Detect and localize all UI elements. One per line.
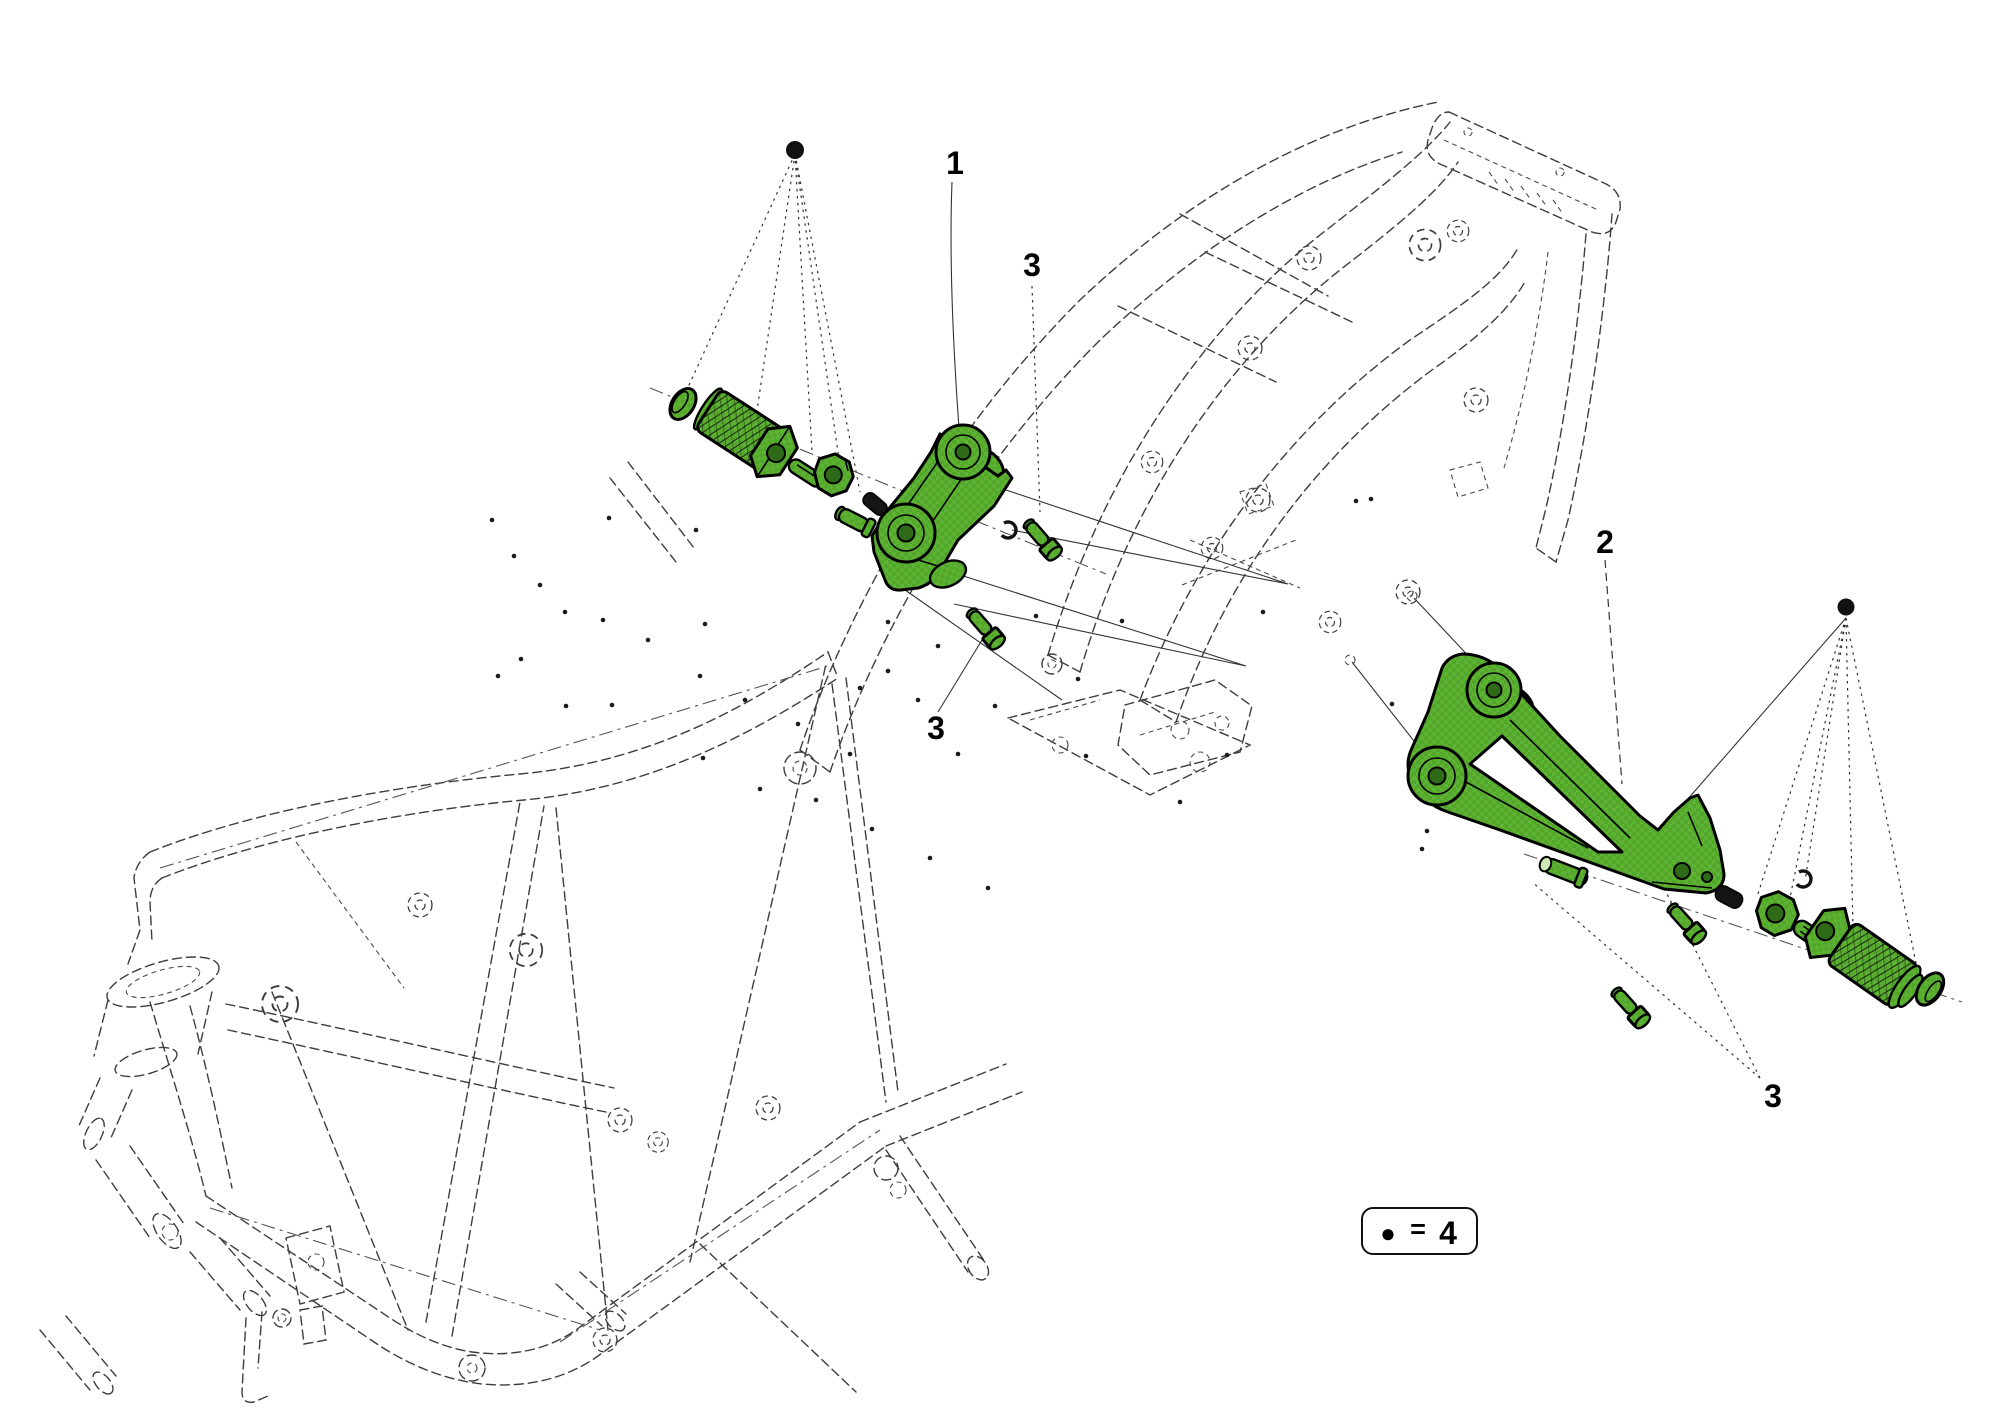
- legend-box: ● = 4: [1361, 1207, 1478, 1255]
- leader-callout-3-front: [937, 639, 983, 713]
- legend-equals: =: [1410, 1214, 1426, 1244]
- callout-3-front[interactable]: 3: [927, 710, 945, 746]
- legend-border: [1361, 1207, 1478, 1255]
- front-footpeg-assembly[interactable]: [665, 381, 1065, 652]
- circlip: [998, 520, 1018, 540]
- bolt-rear-lower: [1610, 986, 1652, 1030]
- rear-footpeg-assembly[interactable]: [1406, 652, 1949, 1031]
- legend-quantity: 4: [1439, 1215, 1457, 1251]
- rear-bracket: [1406, 652, 1726, 895]
- rear-circlip: [1793, 869, 1813, 889]
- legend-bullet-icon: ●: [1380, 1218, 1396, 1248]
- bolt-front-lower: [965, 607, 1007, 651]
- rear-footpeg-knurled: [1803, 906, 1924, 1010]
- index-dot-front[interactable]: [786, 141, 804, 159]
- leader-lines: [649, 153, 1963, 1079]
- front-bracket: [870, 423, 1014, 592]
- bolt-rear-upper: [1666, 902, 1708, 946]
- callouts: 1 3 2 3 3: [786, 141, 1855, 1114]
- rear-spacer: [1714, 885, 1744, 909]
- callout-2[interactable]: 2: [1596, 524, 1614, 560]
- rear-pin: [1538, 855, 1589, 889]
- dust-dots: [489, 496, 1430, 891]
- callout-3-top[interactable]: 3: [1023, 247, 1041, 283]
- leader-callout-2: [1604, 559, 1623, 785]
- rear-subframe-wireframe: [609, 101, 1621, 796]
- rear-end-cap: [1914, 971, 1946, 1007]
- rear-pivot-joint: [1755, 890, 1800, 938]
- clevis-pin: [834, 505, 877, 539]
- bolt-front-upper: [1022, 518, 1064, 562]
- callout-1[interactable]: 1: [946, 145, 964, 181]
- footpeg-end-cap: [668, 387, 698, 421]
- footpeg-pivot-joint: [812, 452, 855, 498]
- leader-callout-1: [950, 181, 960, 429]
- index-dot-rear[interactable]: [1837, 598, 1855, 616]
- steering-head: [106, 956, 220, 1008]
- callout-3-rear[interactable]: 3: [1764, 1078, 1782, 1114]
- leader-callout-3-top: [1031, 285, 1041, 513]
- leader-callout-3-rear: [1531, 881, 1761, 1079]
- main-frame-wireframe: [39, 651, 1023, 1403]
- footpeg-knurled: [692, 387, 799, 479]
